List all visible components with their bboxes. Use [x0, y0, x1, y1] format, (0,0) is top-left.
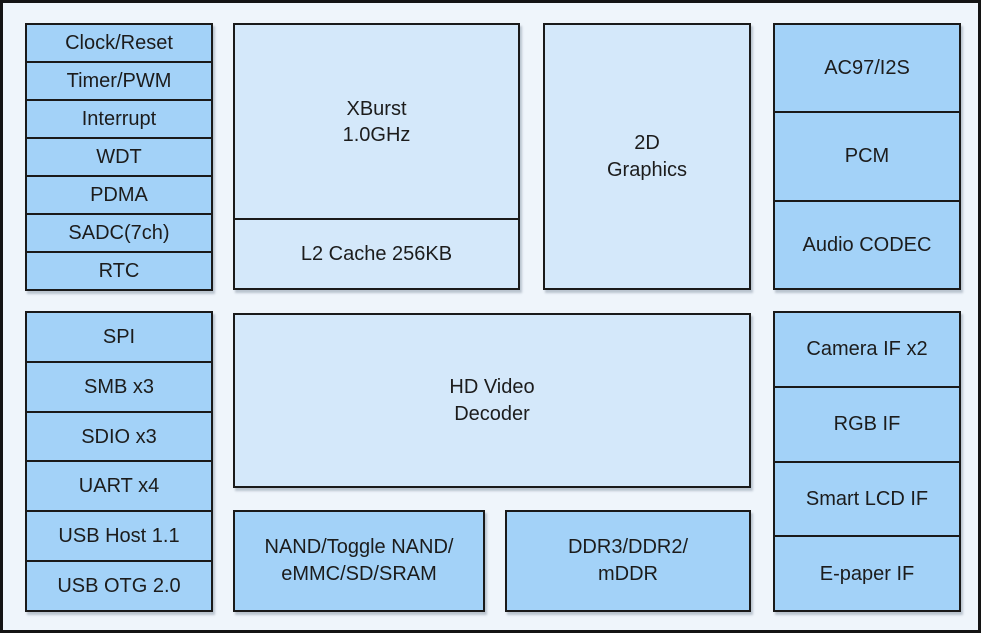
block-cpu-xburst: XBurst 1.0GHz	[235, 25, 518, 221]
block-clock-reset: Clock/Reset	[27, 25, 211, 63]
block-interrupt: Interrupt	[27, 101, 211, 139]
block-hd-video-decoder: HD Video Decoder	[233, 313, 751, 488]
block-smb: SMB x3	[27, 363, 211, 413]
block-rgb-if: RGB IF	[775, 388, 959, 463]
block-timer-pwm: Timer/PWM	[27, 63, 211, 101]
block-sdio: SDIO x3	[27, 413, 211, 463]
block-wdt: WDT	[27, 139, 211, 177]
block-usb-otg: USB OTG 2.0	[57, 575, 181, 598]
cpu-core-group: XBurst 1.0GHz L2 Cache 256KB	[233, 23, 520, 290]
block-pdma: PDMA	[27, 177, 211, 215]
block-ac97-i2s: AC97/I2S	[775, 25, 959, 114]
block-uart: UART x4	[27, 462, 211, 513]
block-smart-lcd-if: Smart LCD IF	[775, 463, 959, 538]
system-peripherals-group: Clock/Reset Timer/PWM Interrupt WDT PDMA…	[25, 23, 213, 291]
block-l2-cache: L2 Cache 256KB	[300, 243, 453, 266]
block-audio-codec: Audio CODEC	[802, 233, 932, 256]
block-memory-interface: DDR3/DDR2/ mDDR	[505, 510, 751, 612]
block-spi: SPI	[27, 313, 211, 363]
video-interfaces-group: Camera IF x2 RGB IF Smart LCD IF E-paper…	[773, 311, 961, 612]
block-usb-host: USB Host 1.1	[27, 512, 211, 563]
block-pcm: PCM	[775, 113, 959, 202]
block-epaper-if: E-paper IF	[819, 562, 915, 585]
block-storage-interface: NAND/Toggle NAND/ eMMC/SD/SRAM	[233, 510, 485, 612]
io-peripherals-group: SPI SMB x3 SDIO x3 UART x4 USB Host 1.1 …	[25, 311, 213, 612]
block-rtc: RTC	[98, 260, 140, 282]
block-camera-if: Camera IF x2	[775, 313, 959, 388]
block-2d-graphics: 2D Graphics	[543, 23, 751, 290]
audio-interfaces-group: AC97/I2S PCM Audio CODEC	[773, 23, 961, 290]
block-sadc: SADC(7ch)	[27, 215, 211, 253]
